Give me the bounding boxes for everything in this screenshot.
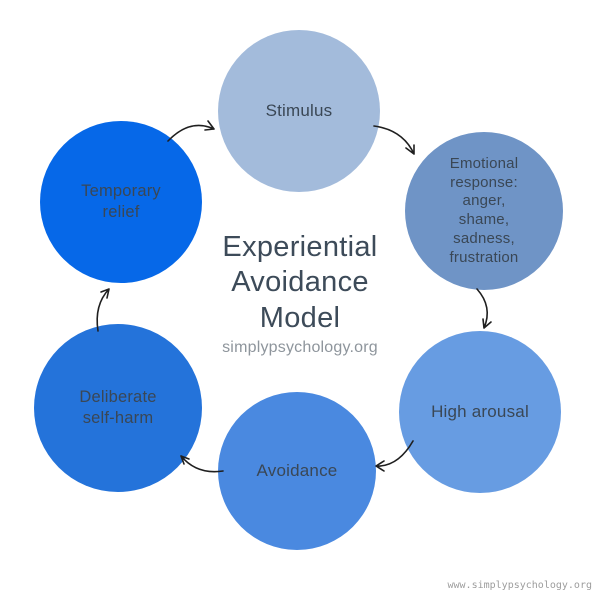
circle-high-arousal: High arousal — [399, 331, 561, 493]
circle-emotional-response-label: Emotional response: anger, shame, sadnes… — [449, 154, 519, 266]
circle-deliberate-self-harm: Deliberate self-harm — [34, 324, 202, 492]
circle-stimulus: Stimulus — [218, 30, 380, 192]
diagram-title: Experiential Avoidance Model — [222, 231, 378, 334]
circle-avoidance-label: Avoidance — [256, 461, 338, 481]
circle-emotional-response: Emotional response: anger, shame, sadnes… — [405, 132, 563, 290]
center-text-block: Experiential Avoidance Model simplypsych… — [150, 230, 450, 357]
circle-high-arousal-label: High arousal — [431, 402, 529, 422]
circle-stimulus-label: Stimulus — [265, 101, 333, 121]
arrow-stimulus-to-emotional-response — [373, 125, 415, 155]
watermark: www.simplypsychology.org — [447, 580, 593, 591]
circle-temporary-relief-label: Temporary relief — [81, 181, 161, 221]
arrow-temporary-relief-to-stimulus — [167, 120, 215, 142]
circle-temporary-relief: Temporary relief — [40, 121, 202, 283]
circle-deliberate-self-harm-label: Deliberate self-harm — [79, 387, 157, 427]
diagram-subtitle: simplypsychology.org — [222, 339, 378, 357]
arrow-avoidance-to-deliberate-self-harm — [180, 455, 224, 473]
arrow-emotional-response-to-high-arousal — [476, 288, 492, 329]
circle-avoidance: Avoidance — [218, 392, 376, 550]
